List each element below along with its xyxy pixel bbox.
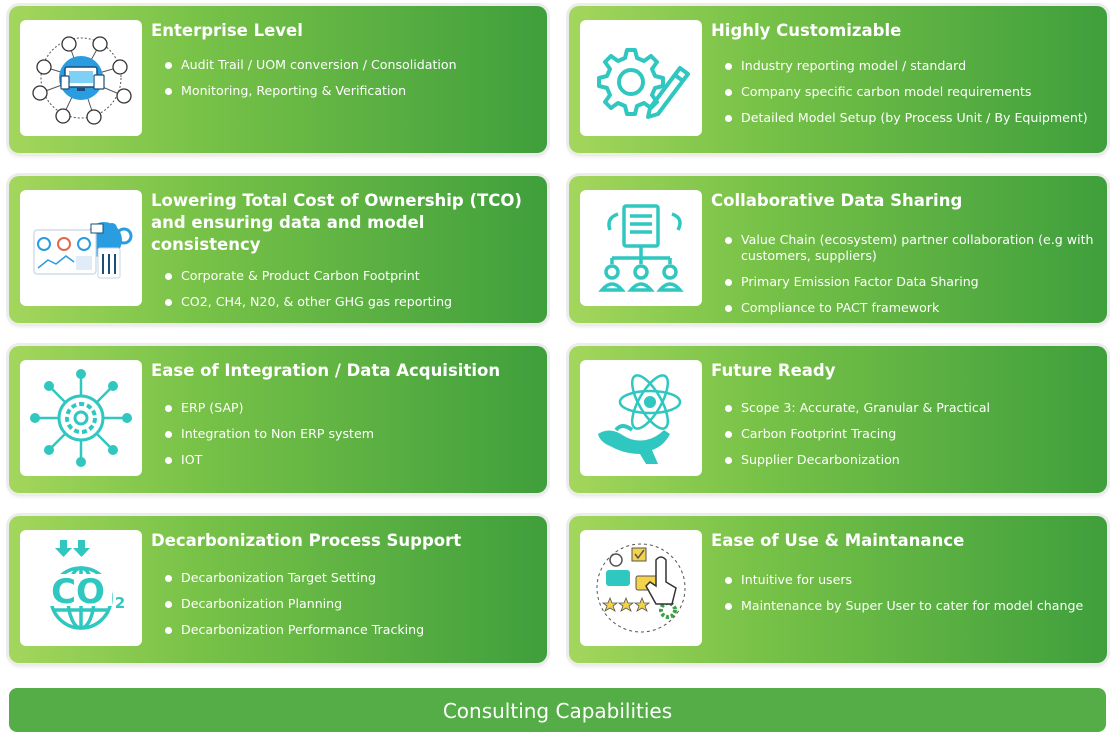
enterprise-network-icon: [20, 20, 142, 136]
list-item: Supplier Decarbonization: [725, 452, 1100, 468]
card-title: Enterprise Level: [151, 21, 303, 40]
list-item: Intuitive for users: [725, 572, 1100, 588]
list-item: Monitoring, Reporting & Verification: [165, 83, 540, 99]
card-title: Lowering Total Cost of Ownership (TCO) a…: [151, 191, 522, 254]
list-item: Decarbonization Planning: [165, 596, 540, 612]
gear-pencil-icon: [580, 20, 702, 136]
integration-hub-icon: [20, 360, 142, 476]
list-item: Scope 3: Accurate, Granular & Practical: [725, 400, 1100, 416]
card-title: Ease of Integration / Data Acquisition: [151, 361, 501, 380]
list-item: Compliance to PACT framework: [725, 300, 1100, 316]
card-title: Decarbonization Process Support: [151, 531, 462, 550]
card-highly-customizable: Highly Customizable Industry reporting m…: [569, 6, 1107, 153]
list-item: ERP (SAP): [165, 400, 540, 416]
list-item: Carbon Footprint Tracing: [725, 426, 1100, 442]
list-item: Value Chain (ecosystem) partner collabor…: [725, 232, 1100, 264]
card-title: Collaborative Data Sharing: [711, 191, 963, 210]
card-ease-of-use: Ease of Use & Maintanance Intuitive for …: [569, 516, 1107, 663]
card-collaborative-data-sharing: Collaborative Data Sharing Value Chain (…: [569, 176, 1107, 323]
list-item: Integration to Non ERP system: [165, 426, 540, 442]
bullet-list: ERP (SAP) Integration to Non ERP system …: [165, 400, 540, 478]
card-ease-of-integration: Ease of Integration / Data Acquisition E…: [9, 346, 547, 493]
list-item: IOT: [165, 452, 540, 468]
card-lowering-tco: Lowering Total Cost of Ownership (TCO) a…: [9, 176, 547, 323]
footer-banner: Consulting Capabilities: [9, 688, 1106, 732]
bullet-list: Scope 3: Accurate, Granular & Practical …: [725, 400, 1100, 478]
list-item: Detailed Model Setup (by Process Unit / …: [725, 110, 1100, 126]
svg-text:CO: CO: [51, 572, 105, 612]
card-title: Future Ready: [711, 361, 836, 380]
document-sharing-icon: [580, 190, 702, 306]
list-item: Industry reporting model / standard: [725, 58, 1100, 74]
list-item: Decarbonization Target Setting: [165, 570, 540, 586]
list-item: CO2, CH4, N20, & other GHG gas reporting: [165, 294, 540, 310]
list-item: Primary Emission Factor Data Sharing: [725, 274, 1100, 290]
dashboard-analytics-icon: [20, 190, 142, 306]
bullet-list: Intuitive for users Maintenance by Super…: [725, 572, 1100, 624]
list-item: Audit Trail / UOM conversion / Consolida…: [165, 57, 540, 73]
bullet-list: Audit Trail / UOM conversion / Consolida…: [165, 57, 540, 109]
card-enterprise-level: Enterprise Level Audit Trail / UOM conve…: [9, 6, 547, 153]
card-future-ready: Future Ready Scope 3: Accurate, Granular…: [569, 346, 1107, 493]
bullet-list: Value Chain (ecosystem) partner collabor…: [725, 232, 1100, 326]
bullet-list: Corporate & Product Carbon Footprint CO2…: [165, 268, 540, 320]
svg-text:2: 2: [115, 594, 125, 612]
bullet-list: Industry reporting model / standard Comp…: [725, 58, 1100, 136]
co2-globe-icon: CO 2: [20, 530, 142, 646]
list-item: Maintenance by Super User to cater for m…: [725, 598, 1100, 614]
card-decarbonization-process-support: CO 2 Decarbonization Process Support Dec…: [9, 516, 547, 663]
list-item: Corporate & Product Carbon Footprint: [165, 268, 540, 284]
card-title: Highly Customizable: [711, 21, 902, 40]
list-item: Company specific carbon model requiremen…: [725, 84, 1100, 100]
user-interface-touch-icon: [580, 530, 702, 646]
atom-hand-icon: [580, 360, 702, 476]
list-item: Decarbonization Performance Tracking: [165, 622, 540, 638]
card-title: Ease of Use & Maintanance: [711, 531, 965, 550]
bullet-list: Decarbonization Target Setting Decarboni…: [165, 570, 540, 648]
